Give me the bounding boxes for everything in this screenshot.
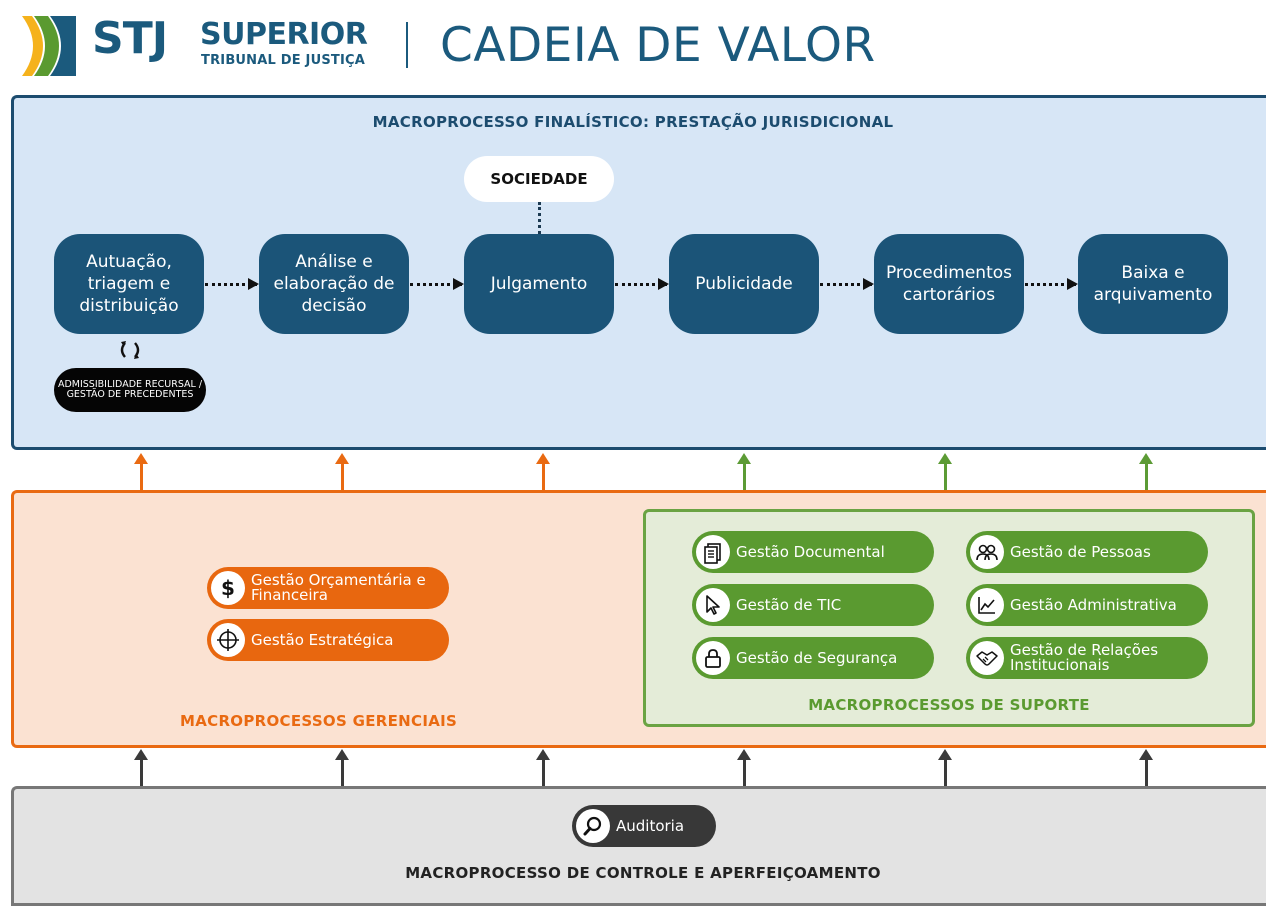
chart-icon [970, 588, 1004, 622]
magnifier-icon [576, 809, 610, 843]
suporte-item-administrativa: Gestão Administrativa [966, 584, 1208, 626]
sociedade-connector [538, 202, 541, 234]
svg-text:$: $ [221, 576, 235, 600]
logo-abbreviation: STJ [92, 13, 168, 64]
finalistico-panel [11, 95, 1266, 450]
step-julgamento: Julgamento [464, 234, 614, 334]
suporte-item-label: Gestão de Pessoas [1010, 542, 1151, 561]
target-icon [211, 623, 245, 657]
step-publicidade: Publicidade [669, 234, 819, 334]
logo-subtitle: TRIBUNAL DE JUSTIÇA [201, 53, 365, 68]
refresh-cycle-icon [120, 341, 140, 359]
suporte-item-label: Gestão de Relações Institucionais [1010, 641, 1159, 674]
people-icon [970, 535, 1004, 569]
gerencial-item-orcamentaria: $ Gestão Orçamentária e Financeira [207, 567, 449, 609]
gerencial-item-estrategica: Gestão Estratégica [207, 619, 449, 661]
dollar-icon: $ [211, 571, 245, 605]
suporte-item-pessoas: Gestão de Pessoas [966, 531, 1208, 573]
gerenciais-title: MACROPROCESSOS GERENCIAIS [180, 712, 458, 730]
step-procedimentos: Procedimentos cartorários [874, 234, 1024, 334]
suporte-item-documental: Gestão Documental [692, 531, 934, 573]
suporte-item-label: Gestão de Segurança [736, 648, 898, 667]
step-analise: Análise e elaboração de decisão [259, 234, 409, 334]
controle-title: MACROPROCESSO DE CONTROLE E APERFEIÇOAME… [405, 864, 881, 882]
suporte-title: MACROPROCESSOS DE SUPORTE [808, 696, 1090, 714]
flow-arrow [410, 278, 464, 290]
logo-word: SUPERIOR [200, 17, 368, 52]
handshake-icon [970, 641, 1004, 675]
suporte-item-label: Gestão Administrativa [1010, 595, 1177, 614]
gerencial-item-label: Gestão Estratégica [251, 630, 394, 649]
page-title: CADEIA DE VALOR [440, 18, 876, 73]
auditoria-label: Auditoria [616, 816, 685, 835]
finalistico-title: MACROPROCESSO FINALÍSTICO: PRESTAÇÃO JUR… [372, 113, 894, 131]
suporte-item-relacoes: Gestão de Relações Institucionais [966, 637, 1208, 679]
header-separator [406, 22, 408, 68]
cursor-icon [696, 588, 730, 622]
document-icon [696, 535, 730, 569]
stj-logo-mark-icon [22, 16, 76, 76]
flow-arrow [1025, 278, 1078, 290]
admissibilidade-node: ADMISSIBILIDADE RECURSAL / GESTÃO DE PRE… [54, 368, 206, 412]
suporte-item-seguranca: Gestão de Segurança [692, 637, 934, 679]
suporte-item-label: Gestão Documental [736, 542, 885, 561]
step-baixa: Baixa e arquivamento [1078, 234, 1228, 334]
flow-arrow [820, 278, 874, 290]
flow-arrow [205, 278, 259, 290]
gerencial-item-label: Gestão Orçamentária e Financeira [251, 571, 426, 604]
step-autuacao: Autuação, triagem e distribuição [54, 234, 204, 334]
auditoria-node: Auditoria [572, 805, 716, 847]
suporte-item-tic: Gestão de TIC [692, 584, 934, 626]
suporte-item-label: Gestão de TIC [736, 595, 842, 614]
flow-arrow [615, 278, 669, 290]
lock-icon [696, 641, 730, 675]
sociedade-node: SOCIEDADE [464, 156, 614, 202]
